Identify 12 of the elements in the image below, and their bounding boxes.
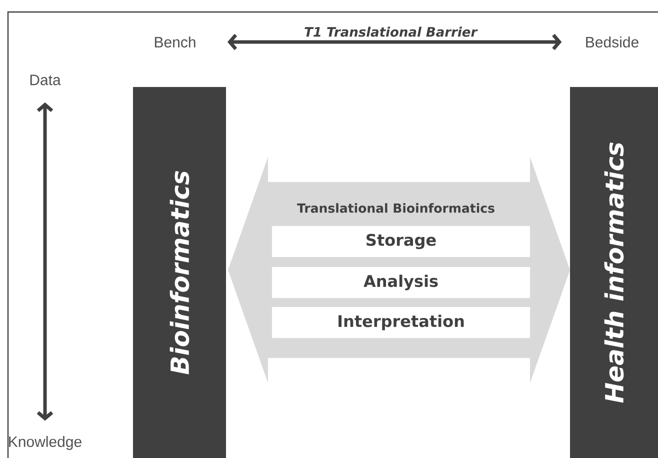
double-arrow	[227, 34, 562, 50]
double-arrow	[36, 102, 54, 421]
axis-label: Bedside	[586, 36, 638, 48]
process-box: Storage	[272, 226, 530, 257]
process-box: Analysis	[272, 267, 530, 298]
axis-label: Data	[30, 74, 61, 86]
edge-label: T1 Translational Barrier	[304, 26, 478, 37]
vertical-bar: Health informatics	[570, 87, 658, 458]
axis-label: Bench	[154, 36, 196, 48]
vertical-bar: Bioinformatics	[133, 87, 226, 458]
process-box: Interpretation	[272, 307, 530, 338]
axis-label: Knowledge	[9, 436, 82, 450]
